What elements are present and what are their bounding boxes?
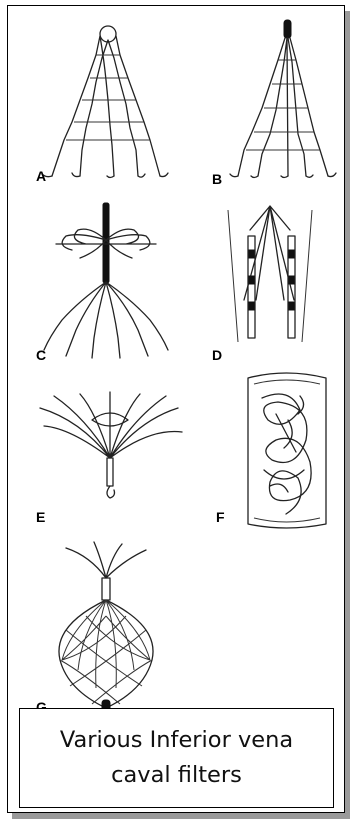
panel-label-a: A [36,168,46,184]
panel-label-f: F [216,509,225,525]
filter-c-illustration: C [36,203,168,363]
filter-b-illustration: B [212,20,336,187]
panel-label-e: E [36,509,45,525]
filter-e-illustration: E [36,392,182,525]
panel-label-b: B [212,171,222,187]
figure-caption: Various Inferior vena caval filters [19,708,334,808]
filter-f-illustration: F [216,373,326,528]
filter-g-illustration: G [36,542,153,718]
filter-d-illustration: D [212,206,312,363]
caption-text: Various Inferior vena caval filters [34,723,319,793]
panel-label-c: C [36,347,46,363]
panel-label-d: D [212,347,222,363]
filter-a-illustration: A [36,26,168,184]
